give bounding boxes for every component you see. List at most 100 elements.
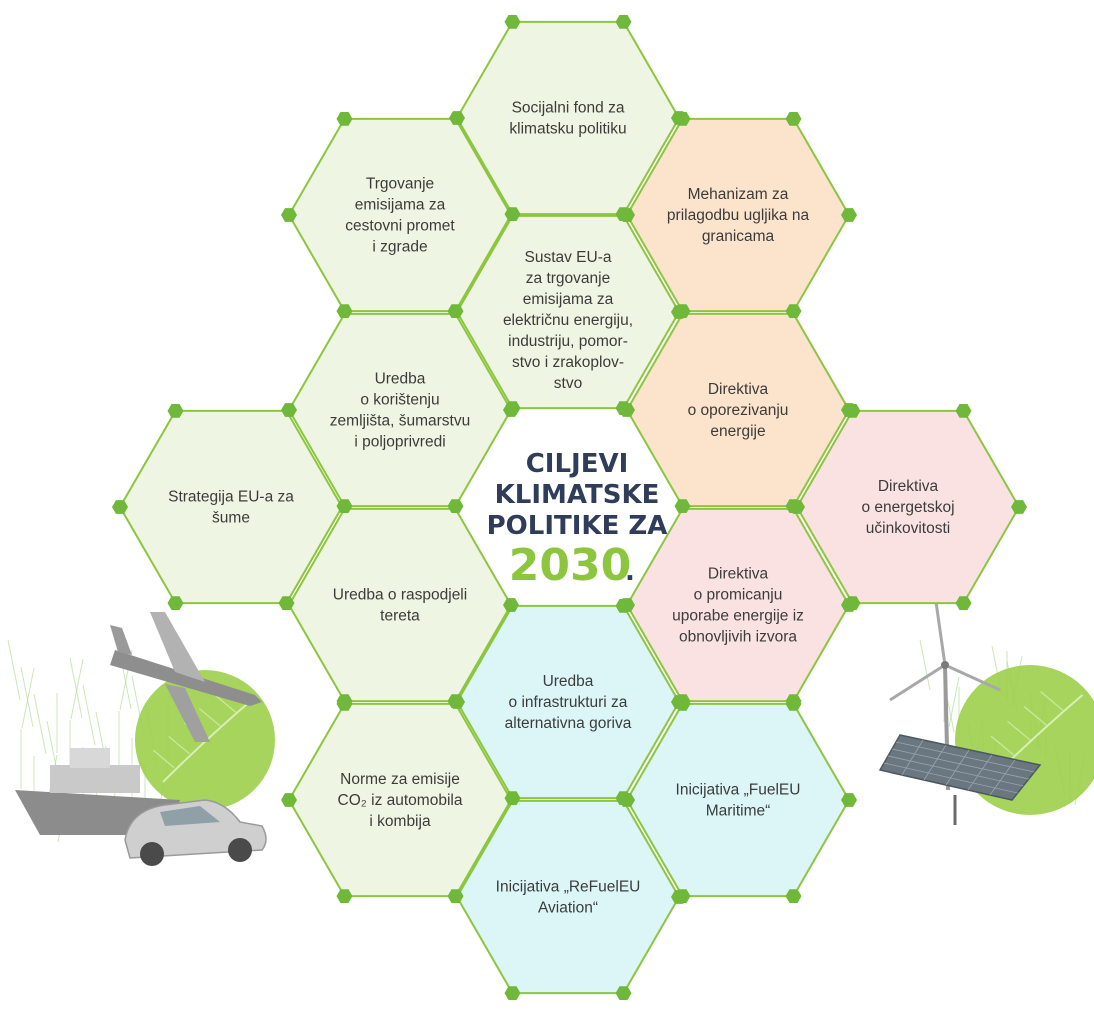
hex-label-line: Sustav EU-a [524, 249, 611, 266]
hex-node [167, 403, 184, 418]
center-title-line: POLITIKE ZA [487, 511, 668, 541]
hex-label-line: Trgovanje [366, 176, 434, 193]
hex-label-line: Uredba o raspodjeli [333, 587, 467, 604]
hex-node [504, 14, 521, 29]
hex-node [785, 304, 802, 319]
hex-label-line: prilagodbu ugljika na [667, 207, 810, 224]
hex-label-line: alternativna goriva [505, 715, 632, 732]
hex-label-line: Strategija EU-a za [168, 489, 294, 506]
center-title: CILJEVI KLIMATSKE POLITIKE ZA 2030 . [487, 449, 668, 591]
hex-node [447, 889, 464, 904]
hex-label-line: o infrastrukturi za [509, 694, 628, 711]
hex-node [281, 403, 297, 417]
hex-label-line: i zgrade [372, 239, 427, 256]
hex-node [112, 500, 128, 514]
car-icon [124, 799, 267, 866]
hex-node [674, 499, 691, 514]
hex-node [281, 793, 297, 807]
hex-label-line: emisijama za [355, 197, 446, 214]
hex-node [336, 696, 353, 711]
hex-label-line: stvo i zrakoplov- [512, 354, 624, 371]
hex-label-line: Uredba [543, 673, 594, 690]
hex-node [955, 403, 972, 418]
hex-node [674, 111, 691, 126]
hex-label-line: Aviation“ [538, 900, 598, 917]
hex-node [504, 791, 521, 806]
hex-node [504, 207, 521, 222]
hex-label-line: industriju, pomor- [508, 333, 628, 350]
hex-node [785, 889, 802, 904]
hex-label-line: tereta [380, 608, 420, 625]
hex-label-line: Direktiva [708, 381, 769, 398]
hex-label-line: Inicijativa „FuelEU [676, 782, 801, 799]
center-year-suffix: . [625, 557, 635, 587]
hex-node [841, 208, 857, 222]
hex-node [841, 793, 857, 807]
hex-label-line: Direktiva [708, 566, 769, 583]
hex-node [671, 305, 687, 319]
hex-label-line: Inicijativa „ReFuelEU [496, 879, 641, 896]
hex-label-line: emisijama za [523, 291, 614, 308]
hex-node [447, 499, 464, 514]
hex-label-line: stvo [554, 375, 582, 392]
airplane-icon [110, 612, 262, 742]
hex-node [447, 304, 464, 319]
decor-layer [7, 594, 1094, 866]
hex-label-line: Socijalni fond za [512, 100, 625, 117]
hex-node [336, 111, 353, 126]
hex-label-line: CO₂ iz automobila [338, 792, 463, 809]
hex-node [619, 208, 635, 222]
hex-label-line: o promicanju [694, 587, 783, 604]
hex-node [615, 986, 632, 1001]
center-title-line: KLIMATSKE [495, 480, 660, 510]
hex-label-line: učinkovitosti [866, 520, 950, 537]
hex-node [336, 889, 353, 904]
hex-node [1011, 500, 1027, 514]
hex-afir: Uredba o infrastrukturi za alternativna go… [455, 604, 681, 800]
hex-cbam: Mehanizam za prilagodbu ugljika na granica… [625, 117, 851, 313]
hex-label-line: granicama [702, 228, 775, 245]
hex-label-line: šume [212, 510, 250, 527]
hex-node [615, 598, 632, 613]
hex-node [844, 403, 861, 418]
hex-node [789, 500, 805, 514]
hex-node [674, 696, 691, 711]
hex-label-line: energije [710, 423, 765, 440]
solar-panel-icon [878, 734, 1042, 825]
hex-label-line: i kombija [369, 813, 431, 830]
hex-node [619, 403, 635, 417]
hex-label-line: Direktiva [878, 478, 939, 495]
hex-node [167, 596, 184, 611]
hex-node [955, 596, 972, 611]
hex-label-line: o oporezivanju [688, 402, 789, 419]
hex-node [619, 793, 635, 807]
hex-node [841, 598, 857, 612]
hex-label-line: cestovni promet [345, 218, 455, 235]
hex-label-line: o korištenju [360, 392, 439, 409]
hex-node [281, 208, 297, 222]
hex-node [503, 598, 519, 612]
hex-node [336, 304, 353, 319]
hex-label-line: Maritime“ [706, 803, 771, 820]
hex-node [336, 499, 353, 514]
hex-node [785, 696, 802, 711]
center-year: 2030 [509, 540, 631, 591]
hex-node [449, 695, 465, 709]
hex-node [449, 111, 465, 125]
hex-label-line: obnovljivih izvora [679, 629, 797, 646]
hex-label-line: i poljoprivredi [354, 434, 445, 451]
center-title-line: CILJEVI [526, 449, 629, 479]
hex-node [278, 596, 295, 611]
hex-label-line: Mehanizam za [688, 186, 789, 203]
hex-node [785, 111, 802, 126]
hex-node [615, 14, 632, 29]
hex-node [503, 403, 519, 417]
hex-node [504, 986, 521, 1001]
hex-label-line: uporabe energije iz [672, 608, 804, 625]
hex-ets-road-buildings: Trgovanje emisijama za cestovni promet i zg… [287, 117, 513, 313]
